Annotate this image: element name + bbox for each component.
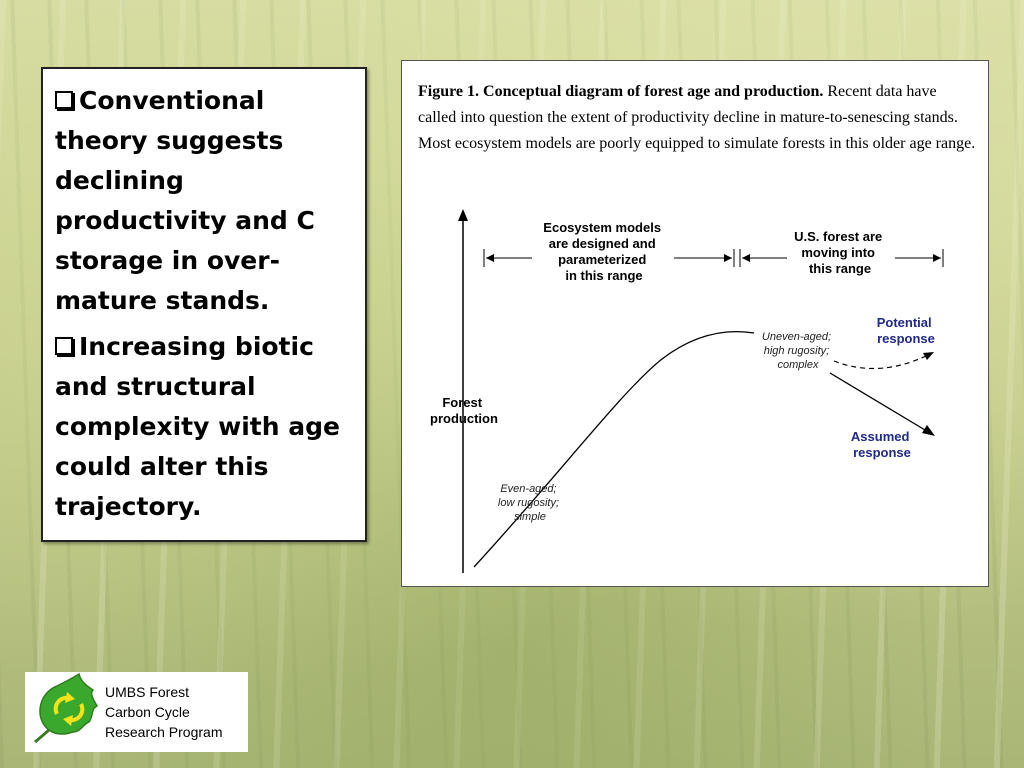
bullet-text: Increasing biotic and structural complex…: [55, 332, 340, 521]
leaf-logo-icon: [34, 672, 99, 744]
assumed-response-label: Assumed response: [851, 429, 913, 460]
assumed-response-line: [829, 372, 931, 434]
bullet-conventional-theory: Conventional theory suggests declining p…: [55, 81, 355, 321]
bullet-textbox: Conventional theory suggests declining p…: [41, 67, 367, 542]
figure-caption: Figure 1. Conceptual diagram of forest a…: [418, 79, 978, 157]
range-bracket-models: [483, 249, 735, 267]
range-left-label: Ecosystem models are designed and parame…: [543, 220, 664, 283]
caption-title: Figure 1. Conceptual diagram of forest a…: [418, 83, 824, 100]
logo-line: Carbon Cycle: [105, 704, 190, 720]
logo-line: UMBS Forest: [105, 684, 190, 700]
logo-line: Research Program: [105, 724, 223, 740]
potential-response-arrowhead: [923, 352, 934, 360]
peak-stage-label: Uneven-aged; high rugosity; complex: [762, 331, 834, 371]
y-axis-arrowhead: [458, 209, 468, 221]
range-right-label: U.S. forest are moving into this range: [794, 229, 886, 276]
y-axis-label: Forest production: [430, 395, 498, 426]
figure-panel: Figure 1. Conceptual diagram of forest a…: [401, 60, 989, 587]
checkbox-bullet-icon: [55, 91, 73, 109]
bullet-text: Conventional theory suggests declining p…: [55, 86, 315, 315]
caption-body: Recent data have called into question th…: [418, 83, 976, 152]
potential-response-label: Potential response: [877, 315, 936, 346]
bullet-increasing-complexity: Increasing biotic and structural complex…: [55, 327, 355, 527]
start-stage-label: Even-aged; low rugosity; simple: [498, 483, 562, 523]
checkbox-bullet-icon: [55, 337, 73, 355]
umbs-logo: UMBS Forest Carbon Cycle Research Progra…: [25, 672, 248, 752]
potential-response-curve: [833, 352, 933, 370]
production-curve: [473, 330, 755, 568]
forest-age-diagram: Ecosystem models are designed and parame…: [430, 209, 944, 573]
logo-text: UMBS Forest Carbon Cycle Research Progra…: [105, 682, 223, 742]
assumed-response-arrowhead: [922, 425, 935, 436]
range-bracket-us-forest: [739, 249, 944, 267]
